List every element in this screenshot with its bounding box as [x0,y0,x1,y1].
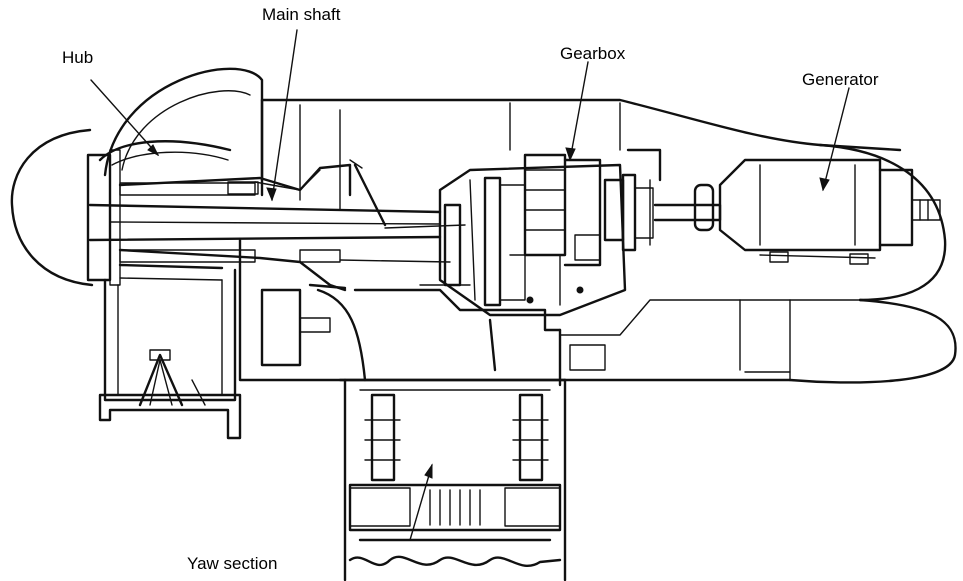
hub-lower-support [98,263,242,440]
gearbox-label: Gearbox [560,44,626,63]
generator-label: Generator [802,70,879,89]
generator-body [718,158,941,265]
yaw-section-label: Yaw section [187,554,278,573]
hub-flange [86,149,121,286]
main-shaft [88,203,466,242]
hub-dome [98,67,264,182]
main-shaft-housing [118,159,387,292]
leader-lines [90,29,850,541]
main-shaft-label: Main shaft [262,5,341,24]
spinner-nose-cone [10,128,94,287]
coupling [603,148,722,252]
yaw-section [338,378,567,581]
leader-arrowheads [147,144,830,479]
hub-label: Hub [62,48,94,67]
nacelle-housing [260,98,957,387]
gearbox-body [438,153,627,317]
